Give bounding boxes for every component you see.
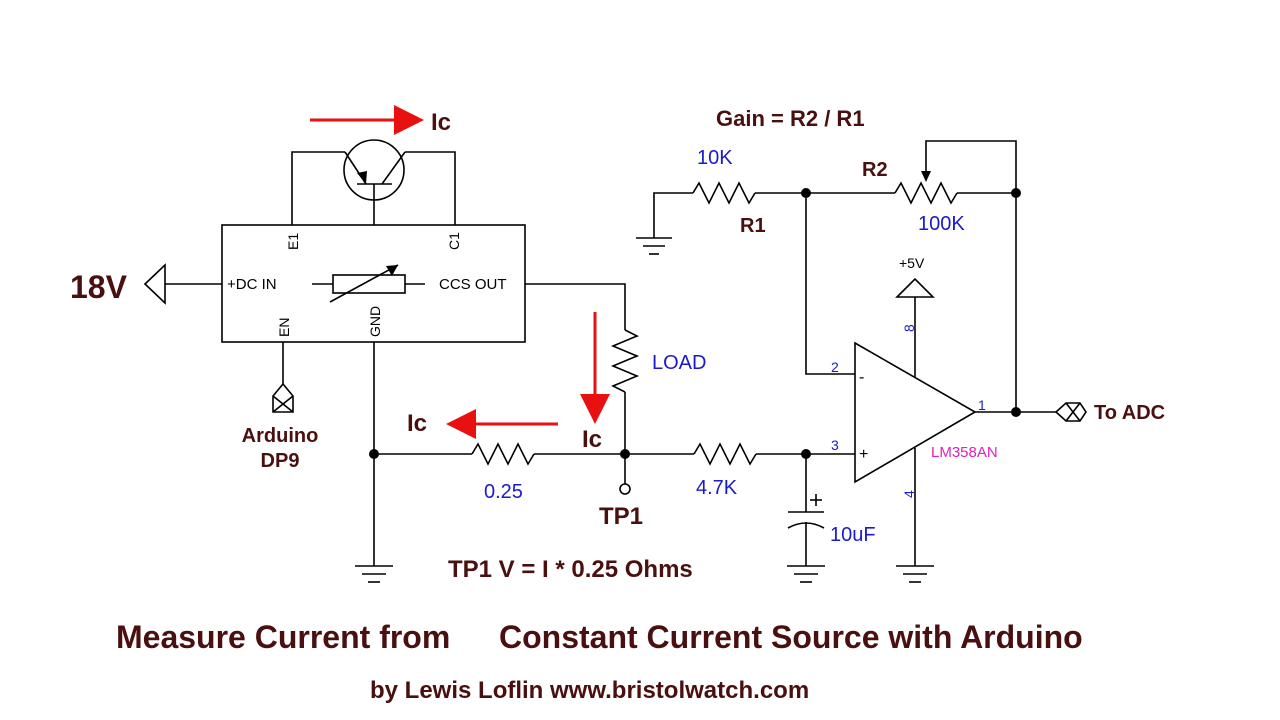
pin-e1: E1	[285, 233, 301, 250]
load-resistor: LOAD	[525, 283, 706, 454]
load-label: LOAD	[652, 352, 706, 374]
pin-en: EN	[276, 318, 292, 337]
page-title-part2: Constant Current Source with Arduino	[499, 619, 1083, 655]
pin-1: 1	[978, 397, 986, 413]
r2-name: R2	[862, 159, 888, 181]
pin-gnd: GND	[367, 306, 383, 337]
transistor	[291, 139, 456, 225]
byline: by Lewis Loflin www.bristolwatch.com	[370, 677, 809, 704]
module-ground	[355, 342, 393, 583]
junction-r2-out	[1011, 188, 1021, 198]
dp9-label: DP9	[261, 450, 300, 472]
adc-output: To ADC	[975, 402, 1165, 424]
opamp-ground	[896, 448, 934, 583]
opamp-part: LM358AN	[931, 444, 998, 461]
filter-resistor-value: 4.7K	[696, 477, 738, 499]
test-point: TP1	[599, 449, 643, 530]
tp1-formula: TP1 V = I * 0.25 Ohms	[448, 556, 693, 583]
enable-input: Arduino DP9	[242, 342, 319, 472]
ccs-internal-potentiometer	[312, 264, 425, 303]
sense-resistor-value: 0.25	[484, 481, 523, 503]
page-title-part1: Measure Current from	[116, 619, 450, 655]
ic-label-top: Ic	[431, 109, 451, 136]
r2-value: 100K	[918, 213, 965, 235]
ic-label-left: Ic	[407, 410, 427, 437]
pin-4: 4	[901, 490, 917, 498]
pin-2: 2	[831, 359, 839, 375]
to-adc-label: To ADC	[1094, 402, 1165, 424]
pin-c1: C1	[446, 232, 462, 250]
sense-resistor: 0.25	[374, 442, 625, 503]
pin-dc-in: +DC IN	[227, 276, 277, 293]
opamp-plus: +	[859, 446, 868, 463]
current-arrow-top: Ic	[310, 105, 451, 136]
filter-resistor: 4.7K	[625, 442, 855, 499]
pin-8: 8	[901, 324, 917, 332]
current-arrow-down: Ic	[580, 312, 610, 453]
supply-5v-label: +5V	[899, 255, 925, 271]
opamp-minus: -	[859, 369, 864, 386]
feedback-network: 10K R1 R2 100K	[636, 140, 1021, 412]
current-arrow-left: Ic	[407, 409, 558, 439]
supply-label: 18V	[70, 269, 128, 305]
r1-value: 10K	[697, 147, 733, 169]
gain-formula: Gain = R2 / R1	[716, 106, 865, 131]
arduino-label: Arduino	[242, 425, 319, 447]
filter-capacitor: 10uF	[787, 454, 876, 583]
cap-value: 10uF	[830, 524, 876, 546]
opamp: - + 2 3 1 8 4 LM358AN	[831, 324, 998, 498]
supply-18v: 18V	[70, 263, 222, 305]
tp1-label: TP1	[599, 503, 643, 530]
opamp-supply: +5V	[895, 255, 935, 377]
pin-ccs-out: CCS OUT	[439, 276, 507, 293]
ic-label-right: Ic	[582, 426, 602, 453]
ccs-module: +DC IN CCS OUT E1 C1 EN GND	[221, 224, 526, 343]
junction-out	[1011, 407, 1021, 417]
pin-3: 3	[831, 437, 839, 453]
r1-name: R1	[740, 215, 766, 237]
